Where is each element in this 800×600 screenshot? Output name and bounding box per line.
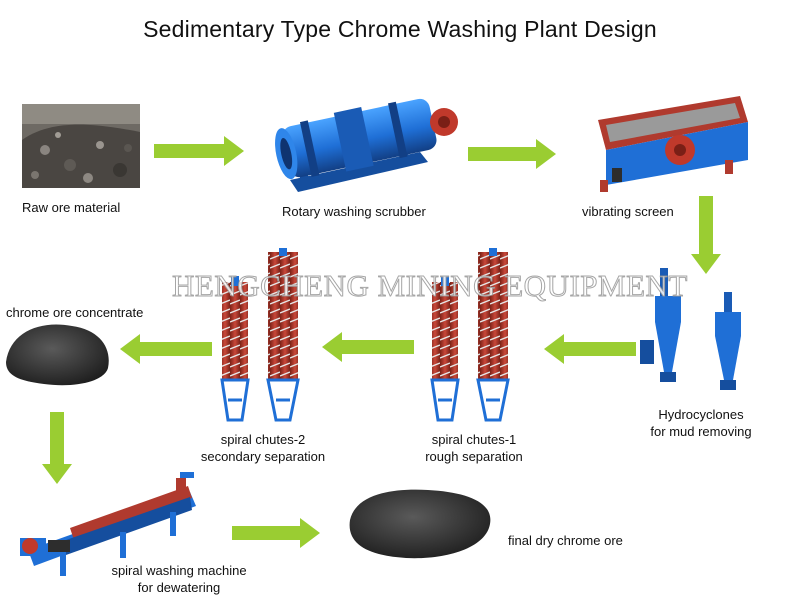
arrow-raw-to-scrubber	[154, 136, 244, 166]
hydrocyclones-label: Hydrocyclones for mud removing	[626, 406, 776, 440]
dewatering-label: spiral washing machine for dewatering	[104, 562, 254, 596]
raw-ore-image	[22, 104, 140, 188]
flow-arrows	[42, 136, 721, 548]
arrow-screen-to-hydrocyclones	[691, 196, 721, 274]
spiral1-label-line1: spiral chutes-1	[431, 432, 517, 447]
spiral2-label: spiral chutes-2 secondary separation	[188, 431, 338, 465]
arrow-spiral2-to-concentrate	[120, 334, 212, 364]
hydrocyclones-image	[640, 268, 741, 390]
spiral1-label-line2: rough separation	[425, 449, 523, 464]
spiral-washing-machine-image	[20, 472, 196, 576]
spiral2-label-line2: secondary separation	[200, 449, 326, 464]
final-ore-label: final dry chrome ore	[508, 533, 623, 548]
spiral2-label-line1: spiral chutes-2	[220, 432, 306, 447]
dewatering-label-line1: spiral washing machine	[111, 563, 247, 578]
spiral1-label: spiral chutes-1 rough separation	[404, 431, 544, 465]
arrow-concentrate-to-dewatering	[42, 412, 72, 484]
arrow-dewatering-to-final	[232, 518, 320, 548]
final-ore-pile-image	[349, 489, 491, 559]
concentrate-label: chrome ore concentrate	[6, 305, 144, 320]
hydrocyclones-label-line1: Hydrocyclones	[658, 407, 744, 422]
watermark-text: HENGCHENG MINING EQUIPMENT	[172, 268, 688, 304]
arrow-hydrocyclones-to-spiral1	[544, 334, 636, 364]
scrubber-label: Rotary washing scrubber	[282, 204, 426, 219]
concentrate-pile-image	[6, 324, 109, 386]
screen-label: vibrating screen	[582, 204, 674, 219]
vibrating-screen-image	[598, 96, 748, 192]
spiral-chutes-2-image	[220, 248, 300, 422]
rotary-scrubber-image	[275, 98, 458, 192]
raw-ore-label: Raw ore material	[22, 200, 121, 215]
hydrocyclones-label-line2: for mud removing	[650, 424, 752, 439]
arrow-scrubber-to-screen	[468, 139, 556, 169]
diagram-title: Sedimentary Type Chrome Washing Plant De…	[143, 16, 657, 42]
spiral-chutes-1-image	[430, 248, 510, 422]
arrow-spiral1-to-spiral2	[322, 332, 414, 362]
dewatering-label-line2: for dewatering	[137, 580, 221, 595]
